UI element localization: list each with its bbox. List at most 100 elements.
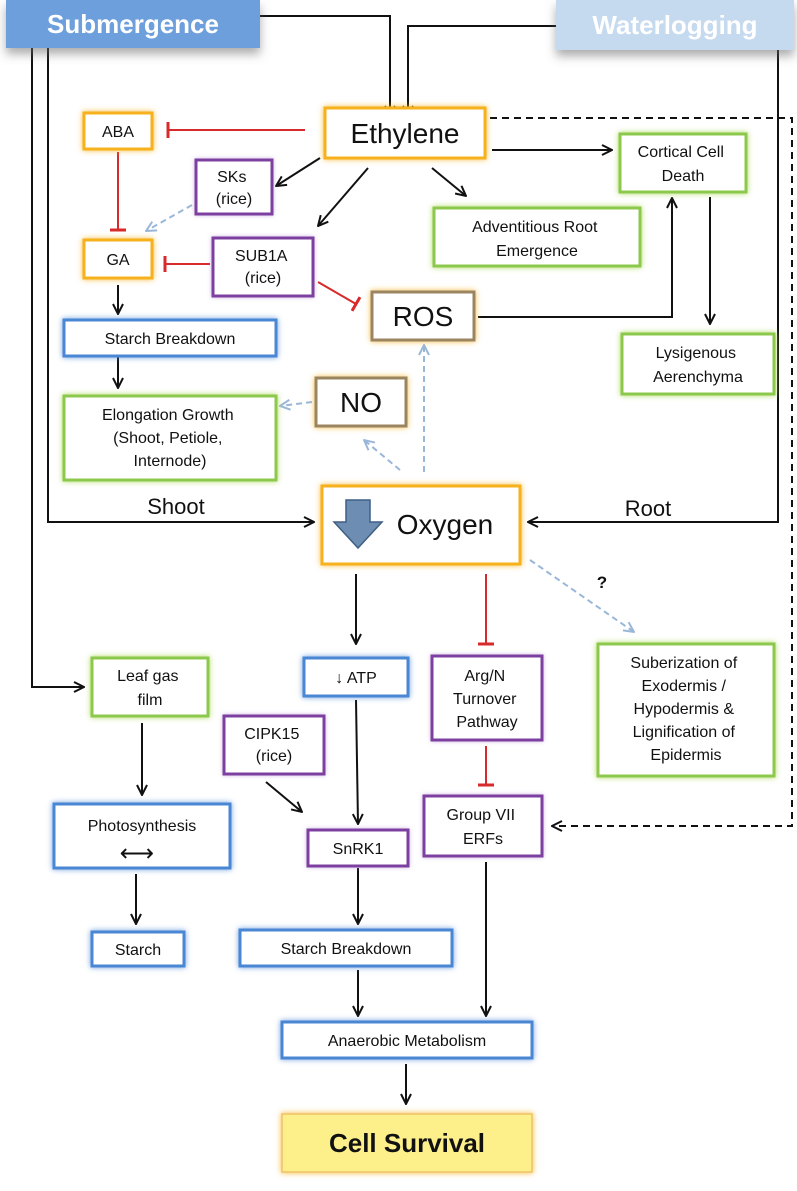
anaerobic-metabolism-node: Anaerobic Metabolism	[280, 1020, 534, 1060]
down-arrow-icon	[332, 499, 384, 550]
cipk15-label: CIPK15 (rice)	[244, 726, 304, 765]
elongation-line-1: Elongation Growth	[102, 407, 234, 424]
shoot-label: Shoot	[147, 494, 205, 519]
sks-node: SKs (rice)	[194, 158, 274, 216]
adventitious-line-1: Adventitious Root	[472, 219, 598, 236]
suberization-line-5: Epidermis	[650, 747, 721, 764]
arrow-cipk15-snrk1	[265, 781, 302, 812]
submergence-box: Submergence	[6, 0, 260, 48]
anaerobic-label: Anaerobic Metabolism	[328, 1033, 486, 1050]
root-label: Root	[625, 496, 671, 521]
elongation-growth-node: Elongation Growth (Shoot, Petiole, Inter…	[62, 394, 278, 482]
arg-n-turnover-node: Arg/N Turnover Pathway	[430, 654, 544, 742]
sub1a-line-2: (rice)	[245, 270, 281, 287]
waterlogging-box: Waterlogging	[556, 0, 794, 50]
waterlogging-label: Waterlogging	[592, 10, 757, 40]
suberization-line-2: Exodermis /	[642, 678, 727, 695]
bidirectional-arrow-icon: ⟷	[120, 840, 154, 867]
elongation-label: Elongation Growth (Shoot, Petiole, Inter…	[102, 407, 238, 470]
arrow-ethylene-to-group-vii-dashed	[490, 117, 793, 826]
leaf-gas-label: Leaf gas film	[117, 668, 183, 709]
cortical-cell-death-node: Cortical Cell Death	[618, 132, 748, 194]
oxygen-node: Oxygen	[320, 484, 522, 566]
submergence-label: Submergence	[47, 9, 219, 39]
lysigenous-line-2: Aerenchyma	[653, 369, 743, 386]
sub1a-label: SUB1A (rice)	[235, 248, 291, 287]
elongation-line-2: (Shoot, Petiole,	[113, 430, 222, 447]
cipk15-node: CIPK15 (rice)	[222, 714, 326, 776]
leaf-gas-line-1: Leaf gas	[117, 668, 178, 685]
sks-line-1: SKs	[217, 169, 246, 186]
arrow-submergence-to-ethylene	[250, 15, 390, 116]
ethylene-label: Ethylene	[351, 118, 460, 149]
group-vii-line-2: ERFs	[463, 831, 503, 848]
leaf-gas-film-node: Leaf gas film	[90, 656, 210, 718]
suberization-label: Suberization of Exodermis / Hypodermis &…	[630, 655, 741, 764]
arrow-oxygen-no-dashed	[364, 440, 401, 471]
ga-node: GA	[82, 238, 154, 280]
ros-node: ROS	[370, 290, 476, 342]
oxygen-label: Oxygen	[397, 509, 494, 540]
arrow-ethylene-sks	[276, 157, 321, 186]
photosynthesis-node: Photosynthesis ⟷	[52, 802, 232, 870]
starch-breakdown-bottom-label: Starch Breakdown	[281, 941, 412, 958]
arrow-ethylene-sub1a	[318, 167, 369, 226]
atp-label: ↓ ATP	[335, 670, 377, 687]
lysigenous-label: Lysigenous Aerenchyma	[653, 345, 743, 386]
cortical-line-1: Cortical Cell	[638, 144, 724, 161]
adventitious-root-node: Adventitious Root Emergence	[432, 206, 642, 268]
group-vii-erfs-node: Group VII ERFs	[422, 794, 544, 858]
starch-label: Starch	[115, 942, 161, 959]
arrow-ethylene-adventitious	[431, 167, 466, 196]
cipk15-line-1: CIPK15	[244, 726, 299, 743]
lysigenous-aerenchyma-node: Lysigenous Aerenchyma	[620, 332, 776, 396]
sub1a-node: SUB1A (rice)	[211, 236, 315, 298]
cortical-label: Cortical Cell Death	[638, 144, 729, 185]
snrk1-label: SnRK1	[333, 841, 384, 858]
starch-breakdown-top-label: Starch Breakdown	[105, 331, 236, 348]
arrow-atp-snrk1	[356, 699, 358, 824]
arrow-waterlogging-to-ethylene	[408, 25, 556, 116]
no-label: NO	[340, 387, 382, 418]
arrow-oxygen-suberization-dashed	[529, 559, 634, 632]
starch-node: Starch	[90, 930, 186, 968]
group-vii-line-1: Group VII	[447, 807, 515, 824]
arrow-submergence-to-oxygen	[47, 48, 314, 522]
leaf-gas-line-2: film	[138, 692, 163, 709]
lysigenous-line-1: Lysigenous	[656, 345, 736, 362]
arrow-no-elongation-dashed	[280, 402, 313, 406]
arrow-sks-ga-dashed	[146, 204, 193, 231]
suberization-node: Suberization of Exodermis / Hypodermis &…	[596, 642, 776, 778]
arrow-ros-cortical	[478, 198, 672, 318]
aba-node: ABA	[82, 111, 154, 151]
sks-label: SKs (rice)	[216, 169, 252, 208]
sub1a-line-1: SUB1A	[235, 248, 288, 265]
adventitious-line-2: Emergence	[496, 243, 578, 260]
arrow-waterlogging-to-oxygen	[528, 50, 779, 522]
suberization-line-1: Suberization of	[630, 655, 737, 672]
aba-label: ABA	[102, 124, 134, 141]
inhibit-sub1a-ros	[317, 281, 362, 312]
cell-survival-label: Cell Survival	[329, 1128, 485, 1158]
arg-n-label: Arg/N Turnover Pathway	[453, 668, 521, 731]
cortical-line-2: Death	[662, 168, 705, 185]
suberization-line-3: Hypodermis &	[634, 701, 735, 718]
ros-label: ROS	[393, 301, 454, 332]
ga-label: GA	[106, 252, 129, 269]
cell-survival-node: Cell Survival	[281, 1113, 533, 1173]
arg-n-line-3: Pathway	[456, 714, 517, 731]
connectors	[31, 15, 793, 1104]
elongation-line-3: Internode)	[134, 453, 207, 470]
arrow-submergence-to-leaf-gas-film	[31, 48, 84, 687]
adventitious-label: Adventitious Root Emergence	[472, 219, 602, 260]
starch-breakdown-top-node: Starch Breakdown	[62, 318, 278, 358]
sks-line-2: (rice)	[216, 191, 252, 208]
suberization-line-4: Lignification of	[633, 724, 736, 741]
group-vii-label: Group VII ERFs	[447, 807, 520, 848]
cipk15-line-2: (rice)	[256, 748, 292, 765]
arg-n-line-1: Arg/N	[464, 668, 505, 685]
question-mark: ?	[597, 573, 607, 592]
photosynthesis-label: Photosynthesis	[88, 818, 197, 835]
snrk1-node: SnRK1	[306, 828, 410, 868]
